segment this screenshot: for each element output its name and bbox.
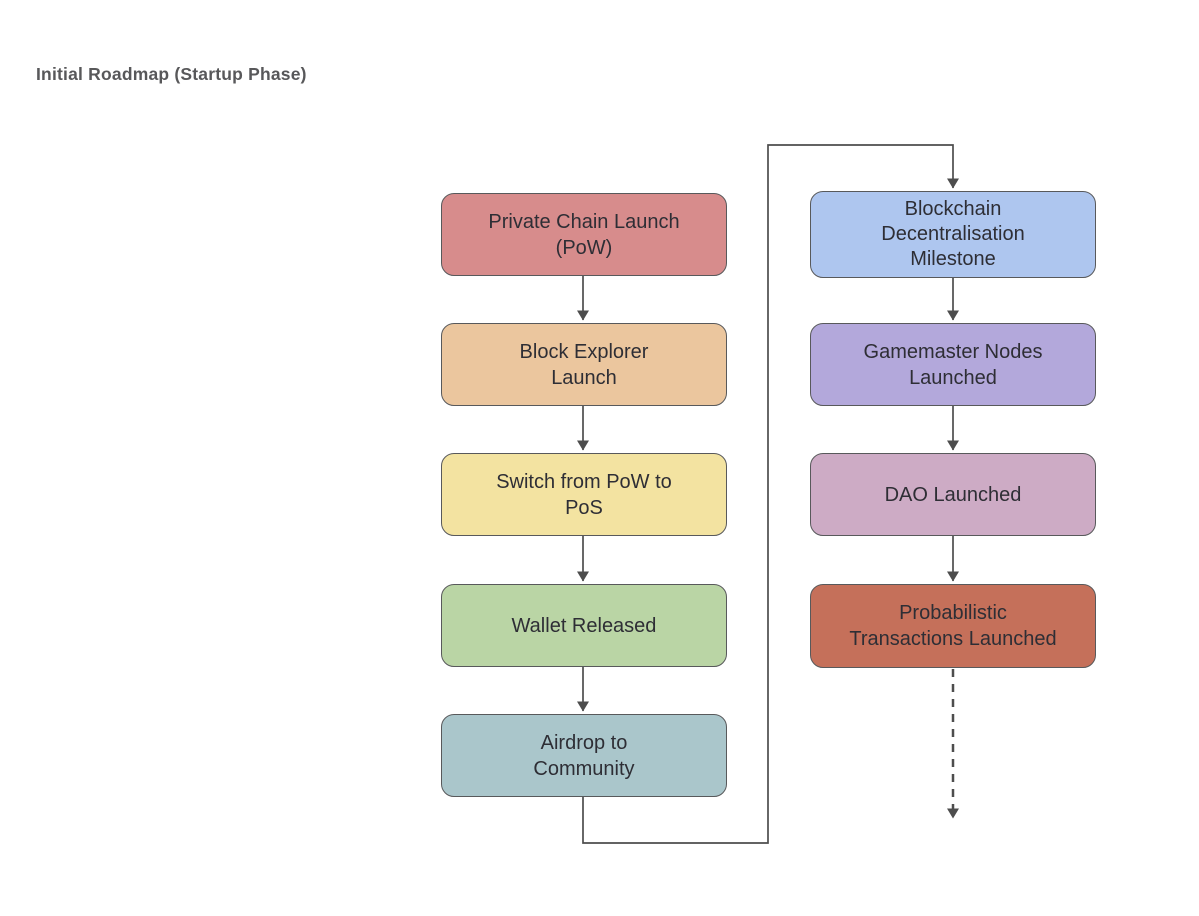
node-label: Private Chain Launch (PoW) <box>488 210 680 259</box>
node-label: Gamemaster Nodes Launched <box>863 340 1043 389</box>
node-airdrop-to-community: Airdrop to Community <box>441 714 727 797</box>
node-blockchain-decentralisation-milestone: Blockchain Decentralisation Milestone <box>810 191 1096 278</box>
node-dao-launched: DAO Launched <box>810 453 1096 536</box>
node-probabilistic-transactions-launched: Probabilistic Transactions Launched <box>810 584 1096 668</box>
node-label: Switch from PoW to PoS <box>496 470 672 519</box>
node-label: Airdrop to Community <box>533 731 635 780</box>
node-label: Blockchain Decentralisation Milestone <box>881 198 1025 270</box>
page-title: Initial Roadmap (Startup Phase) <box>36 64 307 84</box>
node-block-explorer-launch: Block Explorer Launch <box>441 323 727 406</box>
node-wallet-released: Wallet Released <box>441 584 727 667</box>
node-label: Block Explorer Launch <box>519 340 649 389</box>
node-switch-pow-to-pos: Switch from PoW to PoS <box>441 453 727 536</box>
node-label: Wallet Released <box>511 614 657 637</box>
node-label: Probabilistic Transactions Launched <box>849 602 1057 650</box>
node-gamemaster-nodes-launched: Gamemaster Nodes Launched <box>810 323 1096 406</box>
node-private-chain-launch: Private Chain Launch (PoW) <box>441 193 727 276</box>
node-label: DAO Launched <box>884 483 1022 506</box>
